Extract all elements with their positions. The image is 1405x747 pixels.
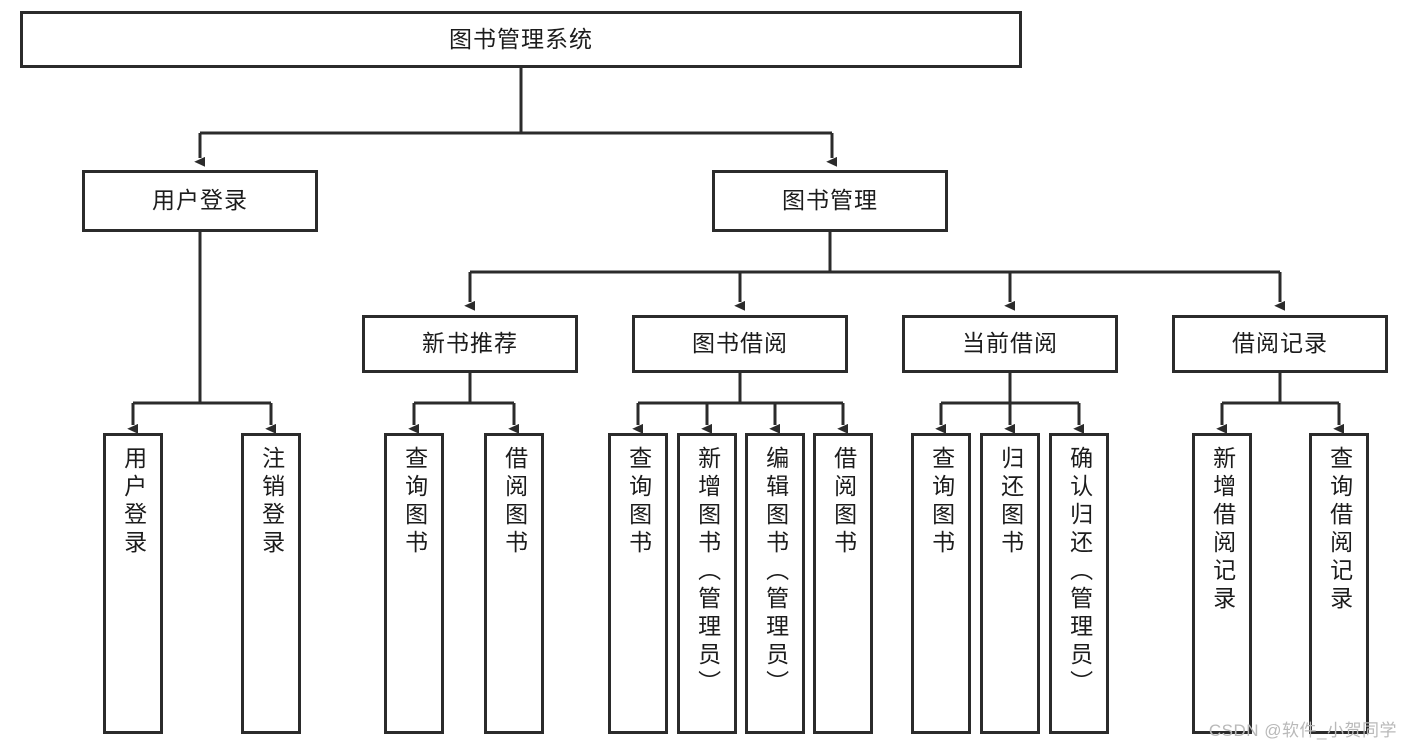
leaf-label: 查询图书 <box>401 446 428 558</box>
leaf-user-login-logout[interactable]: 注销登录 <box>241 433 301 734</box>
leaf-label: 用户登录 <box>120 446 147 558</box>
node-book-borrow[interactable]: 图书借阅 <box>632 315 848 373</box>
node-borrow-record[interactable]: 借阅记录 <box>1172 315 1388 373</box>
leaf-record-add[interactable]: 新增借阅记录 <box>1192 433 1252 734</box>
csdn-watermark: CSDN @软件_小贺同学 <box>1208 721 1397 740</box>
leaf-borrow-query-book[interactable]: 查询图书 <box>608 433 668 734</box>
node-root-label: 图书管理系统 <box>449 25 593 52</box>
leaf-new-book-borrow[interactable]: 借阅图书 <box>484 433 544 734</box>
leaf-label: 查询图书 <box>928 446 955 558</box>
leaf-label: 确认归还（管理员） <box>1066 446 1093 698</box>
node-book-borrow-label: 图书借阅 <box>692 330 788 357</box>
node-user-login[interactable]: 用户登录 <box>82 170 318 232</box>
node-new-book-recommend-label: 新书推荐 <box>422 330 518 357</box>
node-root[interactable]: 图书管理系统 <box>20 11 1022 68</box>
node-borrow-record-label: 借阅记录 <box>1232 330 1328 357</box>
leaf-label: 新增图书（管理员） <box>694 446 721 698</box>
node-book-management-label: 图书管理 <box>782 187 878 214</box>
leaf-label: 归还图书 <box>997 446 1024 558</box>
leaf-borrow-edit-book[interactable]: 编辑图书（管理员） <box>745 433 805 734</box>
leaf-current-confirm-return[interactable]: 确认归还（管理员） <box>1049 433 1109 734</box>
leaf-label: 查询图书 <box>625 446 652 558</box>
leaf-label: 查询借阅记录 <box>1326 446 1353 614</box>
node-current-borrow[interactable]: 当前借阅 <box>902 315 1118 373</box>
node-book-management[interactable]: 图书管理 <box>712 170 948 232</box>
node-user-login-label: 用户登录 <box>152 187 248 214</box>
leaf-current-query-book[interactable]: 查询图书 <box>911 433 971 734</box>
leaf-label: 新增借阅记录 <box>1209 446 1236 614</box>
leaf-user-login-login[interactable]: 用户登录 <box>103 433 163 734</box>
leaf-current-return-book[interactable]: 归还图书 <box>980 433 1040 734</box>
leaf-label: 借阅图书 <box>501 446 528 558</box>
leaf-new-book-query[interactable]: 查询图书 <box>384 433 444 734</box>
leaf-borrow-add-book[interactable]: 新增图书（管理员） <box>677 433 737 734</box>
leaf-label: 注销登录 <box>258 446 285 558</box>
node-current-borrow-label: 当前借阅 <box>962 330 1058 357</box>
leaf-label: 编辑图书（管理员） <box>762 446 789 698</box>
leaf-borrow-borrow-book[interactable]: 借阅图书 <box>813 433 873 734</box>
node-new-book-recommend[interactable]: 新书推荐 <box>362 315 578 373</box>
leaf-label: 借阅图书 <box>830 446 857 558</box>
leaf-record-query[interactable]: 查询借阅记录 <box>1309 433 1369 734</box>
